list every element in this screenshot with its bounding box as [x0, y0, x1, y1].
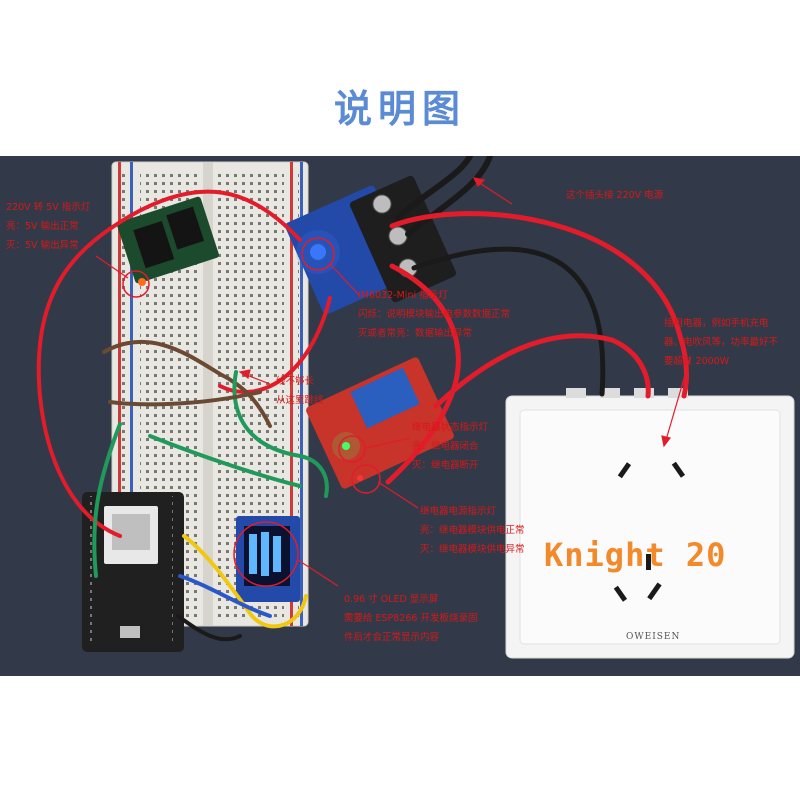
- relay-status-marker: [338, 435, 366, 463]
- power-module: [117, 196, 219, 286]
- annotation-appliance: 插用电器，例如手机充电 器、电吹风等，功率最好不 要超过 2000W: [664, 314, 778, 371]
- annotation-line: 线不够长: [276, 376, 315, 387]
- annotation-line: 继电器状态指示灯: [412, 422, 489, 433]
- annotation-relay-power: 继电器电源指示灯 亮：继电器模块供电正常 灭：继电器模块供电异常: [420, 502, 525, 559]
- annotation-line: 亮：5V 输出正常: [6, 221, 79, 232]
- annotation-line: 从这里跳线: [276, 395, 324, 406]
- annotation-line: 亮：继电器模块供电正常: [420, 525, 525, 536]
- annotation-line: 灭：继电器模块供电异常: [420, 544, 525, 555]
- annotation-line: 灭或者常亮：数据输出异常: [358, 328, 473, 339]
- annotation-power-module: 220V 转 5V 指示灯 亮：5V 输出正常 灭：5V 输出异常: [6, 198, 90, 255]
- annotation-plug: 这个插头接 220V 电源: [566, 186, 663, 205]
- wiring-photo: [0, 156, 800, 676]
- oled-display: [236, 516, 300, 602]
- annotation-line: 要超过 2000W: [664, 356, 730, 367]
- annotation-line: 闪烁：说明模块输出电参数数据正常: [358, 309, 511, 320]
- annotation-meter: IM6032-Mini 指示灯 闪烁：说明模块输出电参数数据正常 灭或者常亮：数…: [358, 286, 510, 343]
- meter-module: [285, 175, 457, 315]
- wall-socket: [505, 388, 795, 659]
- annotation-line: 需要给 ESP8266 开发板烧录固: [344, 613, 478, 624]
- annotation-line: 这个插头接 220V 电源: [566, 190, 664, 201]
- annotation-line: 器、电吹风等，功率最好不: [664, 337, 779, 348]
- relay-power-marker: [351, 464, 381, 494]
- power-led-marker: [122, 270, 150, 298]
- annotation-line: 0.96 寸 OLED 显示屏: [344, 594, 439, 605]
- watermark: Knight 20: [544, 536, 727, 574]
- annotation-relay-status: 继电器状态指示灯 亮：继电器闭合 灭：继电器断开: [412, 418, 488, 475]
- meter-led-marker: [301, 237, 335, 271]
- oled-marker: [233, 521, 299, 587]
- annotation-line: 亮：继电器闭合: [412, 441, 479, 452]
- annotation-line: 220V 转 5V 指示灯: [6, 202, 91, 213]
- socket-brand: OWEISEN: [626, 632, 681, 642]
- page-title: 说明图: [333, 87, 466, 131]
- annotation-line: 灭：5V 输出异常: [6, 240, 79, 251]
- pointer-lines: [95, 177, 691, 587]
- annotation-wire: 线不够长 从这里跳线: [276, 372, 324, 410]
- annotation-oled: 0.96 寸 OLED 显示屏 需要给 ESP8266 开发板烧录固 件后才会正…: [344, 590, 477, 647]
- annotation-line: 件后才会正常显示内容: [344, 632, 440, 643]
- annotation-line: 继电器电源指示灯: [420, 506, 497, 517]
- annotation-line: 灭：继电器断开: [412, 460, 479, 471]
- annotation-line: IM6032-Mini 指示灯: [358, 290, 448, 301]
- annotation-line: 插用电器，例如手机充电: [664, 318, 769, 329]
